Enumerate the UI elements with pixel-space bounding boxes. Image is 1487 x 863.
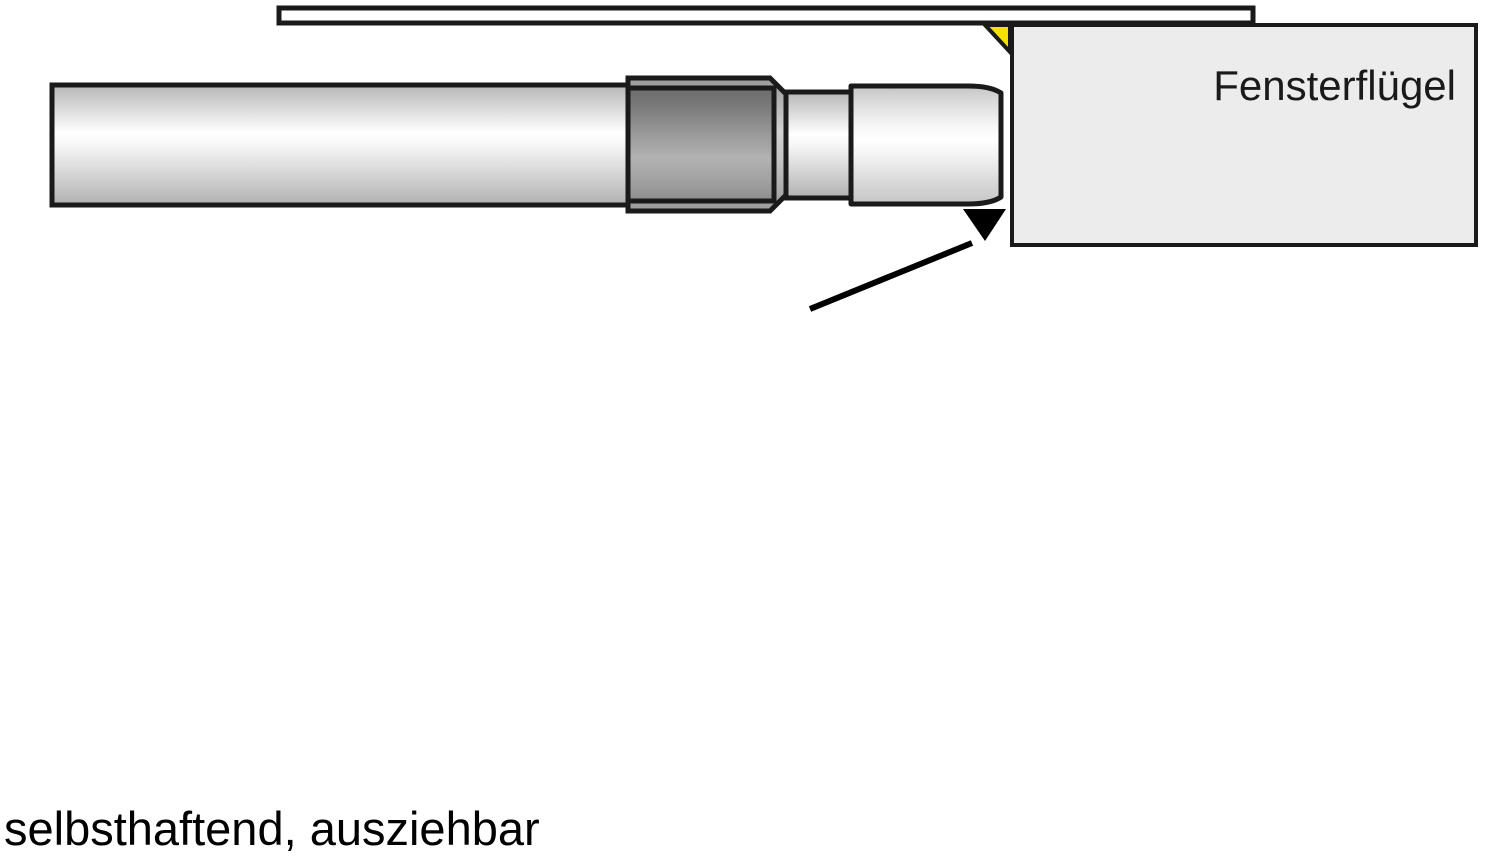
main-tube-body — [49, 82, 645, 208]
pointer-arrow-line — [808, 240, 974, 312]
top-rail — [276, 5, 1256, 26]
dark-collar — [625, 75, 792, 214]
top-rail-bar — [276, 5, 1256, 26]
end-cap-body — [848, 83, 1004, 207]
inner-tube-body — [783, 89, 861, 201]
yellow-corner-wedge — [980, 23, 1012, 58]
pointer-arrow — [808, 209, 1006, 312]
pointer-arrow-head — [963, 209, 1006, 241]
window-sash-label: Fensterflügel — [1213, 62, 1456, 109]
window-sash-rect — [1010, 23, 1478, 247]
caption-text: selbsthaftend, ausziehbar — [4, 802, 540, 855]
yellow-wedge-triangle — [980, 23, 1012, 58]
collar-inner-band — [625, 85, 777, 204]
main-tube — [49, 82, 645, 208]
window-sash-panel: Fensterflügel — [1010, 23, 1478, 247]
end-cap — [848, 83, 1004, 207]
inner-tube — [783, 89, 861, 201]
